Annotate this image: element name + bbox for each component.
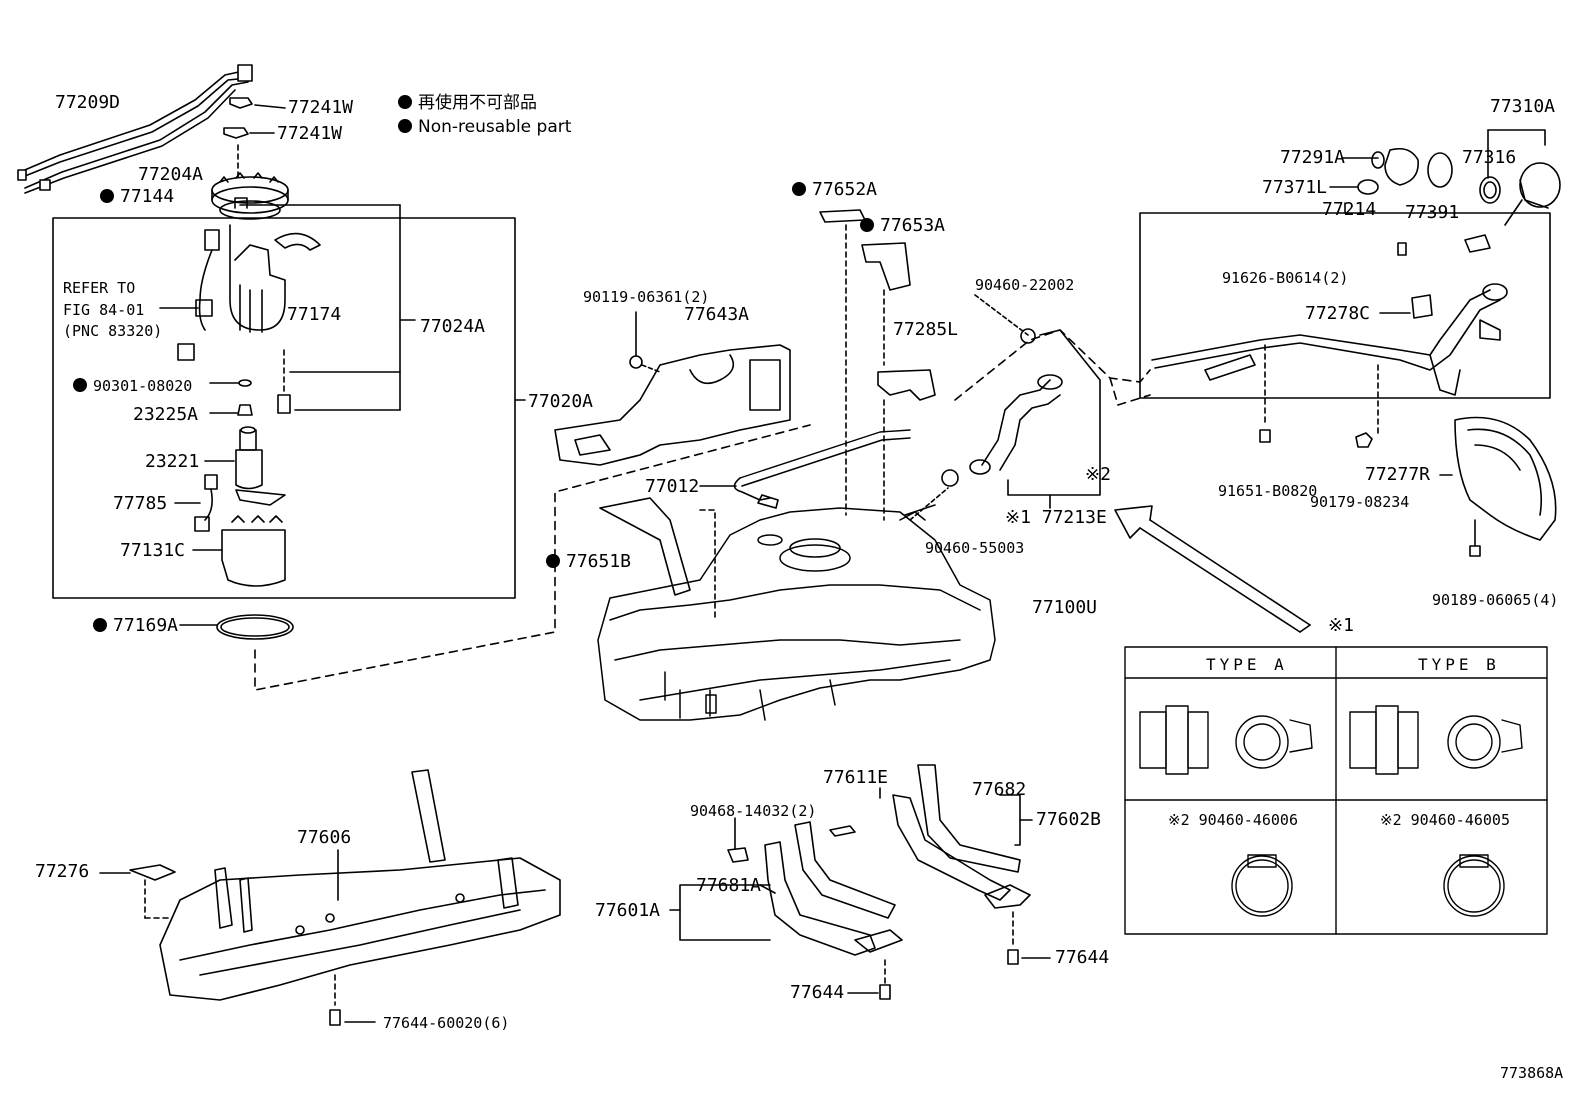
label-77291A: 77291A bbox=[1280, 147, 1346, 168]
label-77144: 77144 bbox=[100, 187, 174, 207]
legend-line-jp: 再使用不可部品 bbox=[398, 93, 537, 113]
label-77024A: 77024A bbox=[420, 316, 486, 337]
table-clamp-b: ※2 90460-46005 bbox=[1380, 811, 1510, 829]
gasket-77169A bbox=[216, 614, 294, 640]
label-77643A: 77643A bbox=[684, 304, 750, 325]
label-77278C: 77278C bbox=[1305, 303, 1371, 324]
type-table bbox=[1124, 646, 1548, 935]
label-77601A: 77601A bbox=[595, 900, 661, 921]
label-77316: 77316 bbox=[1462, 147, 1517, 168]
fuel-tank-77100U bbox=[597, 504, 996, 721]
label-77644-lower: 77644 bbox=[790, 982, 845, 1003]
label-90460-22002: 90460-22002 bbox=[975, 276, 1075, 294]
label-23221: 23221 bbox=[145, 451, 200, 472]
mark-1-table: ※1 bbox=[1328, 615, 1354, 636]
label-77653A: 77653A bbox=[860, 216, 945, 236]
mark-2-hose: ※2 bbox=[1085, 464, 1111, 485]
label-77241W-upper: 77241W bbox=[288, 97, 354, 118]
clip-77241W bbox=[223, 97, 286, 139]
straps-77601A-77602B bbox=[669, 764, 1051, 1000]
label-77644-60020: 77644-60020(6) bbox=[383, 1014, 510, 1032]
note-refer-to: REFER TO bbox=[63, 279, 136, 297]
label-77209D: 77209D bbox=[55, 92, 121, 113]
label-90179-08234: 90179-08234 bbox=[1310, 493, 1410, 511]
note-pnc: (PNC 83320) bbox=[63, 322, 163, 340]
table-header-type-a: TYPE A bbox=[1206, 655, 1288, 674]
label-77277R: 77277R bbox=[1365, 464, 1431, 485]
figure-id: 773868A bbox=[1500, 1064, 1564, 1082]
label-23225A: 23225A bbox=[133, 404, 199, 425]
clip-77285L bbox=[877, 369, 936, 401]
fuel-line-77209D bbox=[17, 64, 253, 194]
legend-line-en: Non-reusable part bbox=[398, 117, 571, 137]
label-77652A: 77652A bbox=[792, 180, 877, 200]
label-77602B: 77602B bbox=[1036, 809, 1102, 830]
label-90189-06065: 90189-06065(4) bbox=[1432, 591, 1559, 609]
label-77611E: 77611E bbox=[823, 767, 889, 788]
filler-pipe-parts bbox=[1151, 234, 1508, 448]
note-fig: FIG 84-01 bbox=[63, 301, 145, 319]
filler-hose-77213E bbox=[909, 328, 1101, 521]
label-77681A: 77681A bbox=[696, 875, 762, 896]
fuel-cap-77310A bbox=[1329, 129, 1561, 226]
pad-77653A bbox=[861, 242, 911, 291]
label-90301-08020: 90301-08020 bbox=[73, 376, 192, 396]
label-77213E: ※1 77213E bbox=[1005, 507, 1107, 528]
fuel-pump-parts bbox=[159, 197, 416, 587]
label-77606: 77606 bbox=[297, 827, 352, 848]
label-77310A: 77310A bbox=[1490, 96, 1556, 117]
pump-assembly-box bbox=[52, 217, 516, 599]
table-header-type-b: TYPE B bbox=[1418, 655, 1500, 674]
label-77204A: 77204A bbox=[138, 164, 204, 185]
label-77131C: 77131C bbox=[120, 540, 186, 561]
label-90119-06361: 90119-06361(2) bbox=[583, 288, 710, 306]
protector-77643A bbox=[554, 311, 791, 466]
table-clamp-a: ※2 90460-46006 bbox=[1168, 811, 1298, 829]
label-77785: 77785 bbox=[113, 493, 168, 514]
label-77391: 77391 bbox=[1405, 202, 1460, 223]
label-77644-right: 77644 bbox=[1055, 947, 1110, 968]
pad-77652A bbox=[819, 209, 866, 223]
label-77214: 77214 bbox=[1322, 199, 1377, 220]
label-77276: 77276 bbox=[35, 861, 90, 882]
label-77651B: 77651B bbox=[546, 552, 631, 572]
lock-ring-77144 bbox=[211, 144, 289, 214]
label-91626-B0614: 91626-B0614(2) bbox=[1222, 269, 1349, 287]
strap-77651B bbox=[599, 497, 691, 596]
label-77174: 77174 bbox=[287, 304, 342, 325]
label-77012: 77012 bbox=[645, 476, 700, 497]
label-90468-14032: 90468-14032(2) bbox=[690, 802, 817, 820]
housing-77277R bbox=[1439, 416, 1557, 557]
label-91651-B0820: 91651-B0820 bbox=[1218, 482, 1318, 500]
label-77241W-lower: 77241W bbox=[277, 123, 343, 144]
label-77169A: 77169A bbox=[93, 616, 178, 636]
label-90460-55003: 90460-55003 bbox=[925, 539, 1025, 557]
label-77100U: 77100U bbox=[1032, 597, 1098, 618]
label-77682: 77682 bbox=[972, 779, 1027, 800]
pointer-arrow bbox=[1114, 505, 1311, 633]
label-77285L: 77285L bbox=[893, 319, 959, 340]
label-77371L: 77371L bbox=[1262, 177, 1328, 198]
protector-77606 bbox=[99, 769, 561, 1026]
label-77020A: 77020A bbox=[528, 391, 594, 412]
